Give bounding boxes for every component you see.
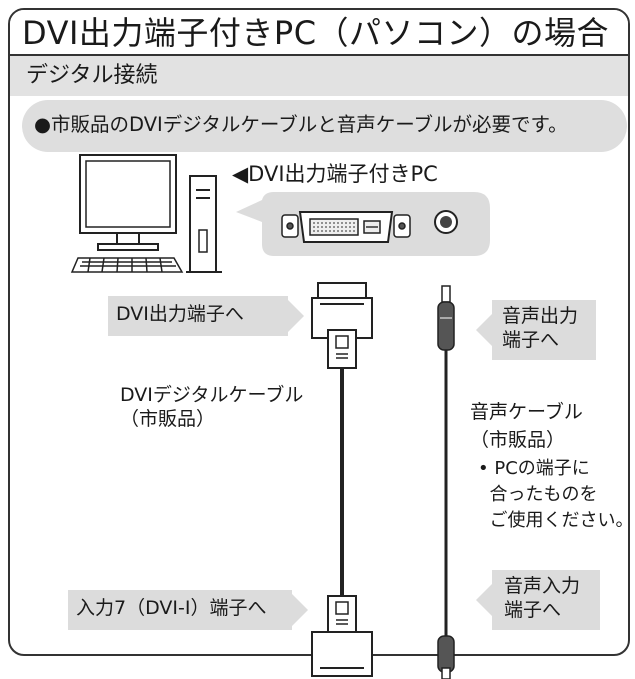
pc-label: ◀DVI出力端子付きPC (232, 162, 438, 186)
section-bar (10, 56, 628, 96)
audio-cable-label: 音声ケーブル (470, 401, 583, 423)
callout-audio-input: 音声入力 端子へ (476, 570, 600, 630)
callout-audio-output: 音声出力 端子へ (476, 300, 596, 360)
audio-plug-top-icon (437, 285, 455, 351)
pc-port-panel (236, 192, 490, 256)
audio-output-port-icon (434, 210, 458, 234)
dvi-cable-note: （市販品） (120, 408, 216, 430)
callout-dvi-input: 入力7（DVI-I）端子へ (68, 590, 308, 630)
audio-plug-bottom-icon (437, 635, 455, 679)
page-title: DVI出力端子付きPC（パソコン）の場合 (22, 14, 610, 52)
audio-cable-note: （市販品） (470, 429, 566, 451)
requirement-box (22, 100, 627, 152)
audio-cable-bullet: • PCの端子に 合ったものを ご使用ください。 (478, 458, 634, 531)
dvi-cable-label: DVIデジタルケーブル (120, 384, 304, 406)
dvi-plug-top-icon (311, 282, 373, 369)
pc-monitor-icon (79, 154, 177, 251)
requirement-text: ●市販品のDVIデジタルケーブルと音声ケーブルが必要です。 (34, 113, 568, 136)
title-band (10, 10, 628, 56)
keyboard-icon (70, 257, 184, 273)
dvi-output-port-icon (281, 211, 411, 243)
dvi-plug-bottom-icon (311, 595, 373, 677)
callout-dvi-output: DVI出力端子へ (108, 296, 304, 336)
section-heading: デジタル接続 (26, 63, 158, 88)
pc-tower-icon (186, 175, 222, 273)
